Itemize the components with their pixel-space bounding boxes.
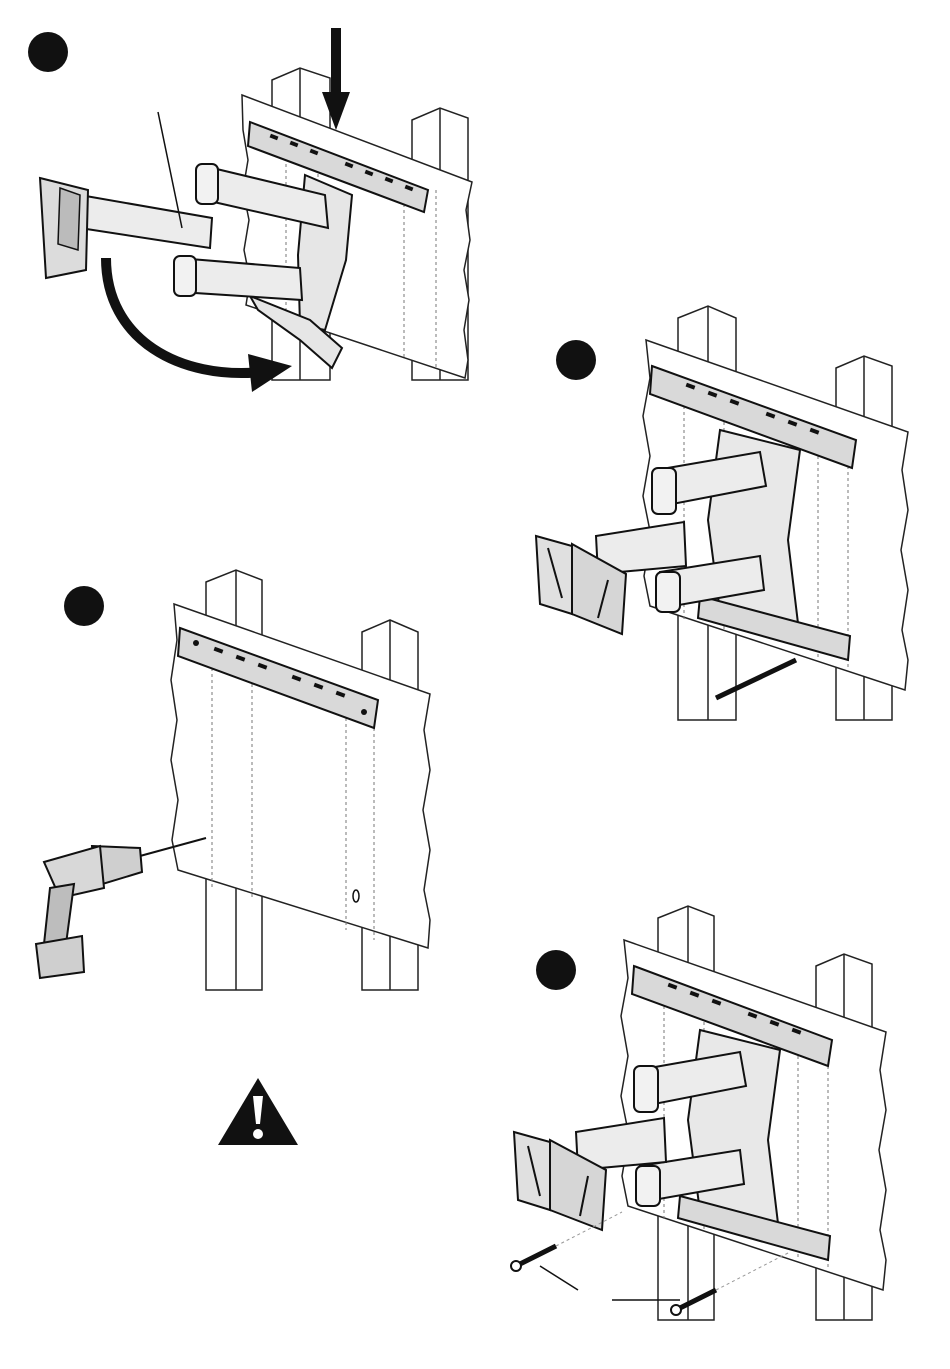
panel-step-4 [511, 906, 886, 1320]
callout-line [540, 1266, 578, 1290]
warning-triangle-icon [218, 1078, 298, 1145]
step-marker-3 [556, 340, 596, 380]
step-marker-1 [28, 32, 68, 72]
panel-step-1 [28, 28, 472, 392]
step-marker-2 [64, 586, 104, 626]
tv-bracket [514, 1132, 550, 1210]
panel-step-2 [36, 570, 430, 990]
arm-extension [80, 195, 212, 248]
panel-step-3 [536, 306, 908, 720]
lag-screw-icon [511, 1246, 556, 1271]
step-marker-4 [536, 950, 576, 990]
tv-bracket [536, 536, 572, 614]
